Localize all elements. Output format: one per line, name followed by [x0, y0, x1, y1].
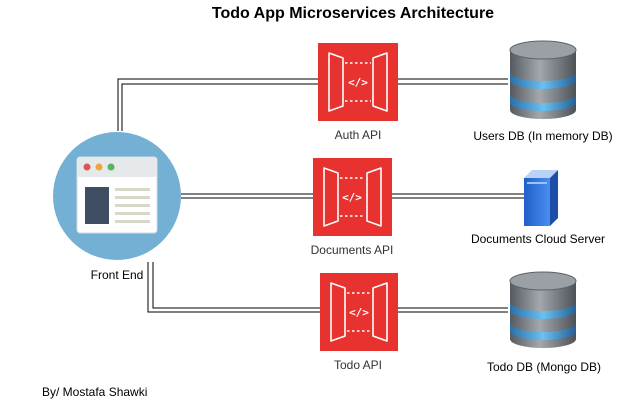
users-db-label: Users DB (In memory DB): [473, 129, 612, 143]
frontend-node[interactable]: Front End: [53, 132, 181, 282]
database-icon: [509, 271, 577, 348]
connector-frontend-todo: [147, 262, 320, 313]
api-gateway-icon: [328, 52, 388, 112]
api-gateway-icon: [330, 282, 388, 342]
documents-api-box: [313, 158, 392, 236]
todo-api-box: [320, 273, 398, 351]
auth-api-box: [318, 43, 398, 121]
connector-frontend-auth-inner: [121, 83, 318, 131]
auth-api-node[interactable]: </> Auth API: [318, 43, 398, 142]
api-gateway-icon: [323, 167, 382, 227]
cloud-server-node[interactable]: Documents Cloud Server: [471, 170, 605, 246]
connector-frontend-todo-inner: [152, 262, 320, 309]
api-code-glyph: </>: [342, 191, 362, 204]
api-code-glyph: </>: [348, 76, 368, 89]
api-code-glyph: </>: [349, 306, 369, 319]
browser-window-icon: [76, 156, 158, 234]
author-credit: By/ Mostafa Shawki: [42, 385, 147, 399]
cloud-server-label: Documents Cloud Server: [471, 232, 605, 246]
database-icon: [509, 40, 577, 119]
connectors: [117, 78, 524, 313]
users-db-node[interactable]: Users DB (In memory DB): [473, 40, 613, 143]
documents-api-node[interactable]: </> Documents API: [311, 158, 394, 257]
todo-api-node[interactable]: </> Todo API: [320, 273, 398, 372]
server-icon: [524, 170, 558, 226]
todo-db-node[interactable]: Todo DB (Mongo DB): [487, 271, 601, 374]
connector-frontend-auth: [117, 78, 318, 131]
documents-api-label: Documents API: [311, 243, 394, 257]
frontend-label: Front End: [91, 268, 144, 282]
todo-db-label: Todo DB (Mongo DB): [487, 360, 601, 374]
auth-api-label: Auth API: [335, 128, 382, 142]
todo-api-label: Todo API: [334, 358, 382, 372]
diagram-title: Todo App Microservices Architecture: [212, 5, 494, 22]
